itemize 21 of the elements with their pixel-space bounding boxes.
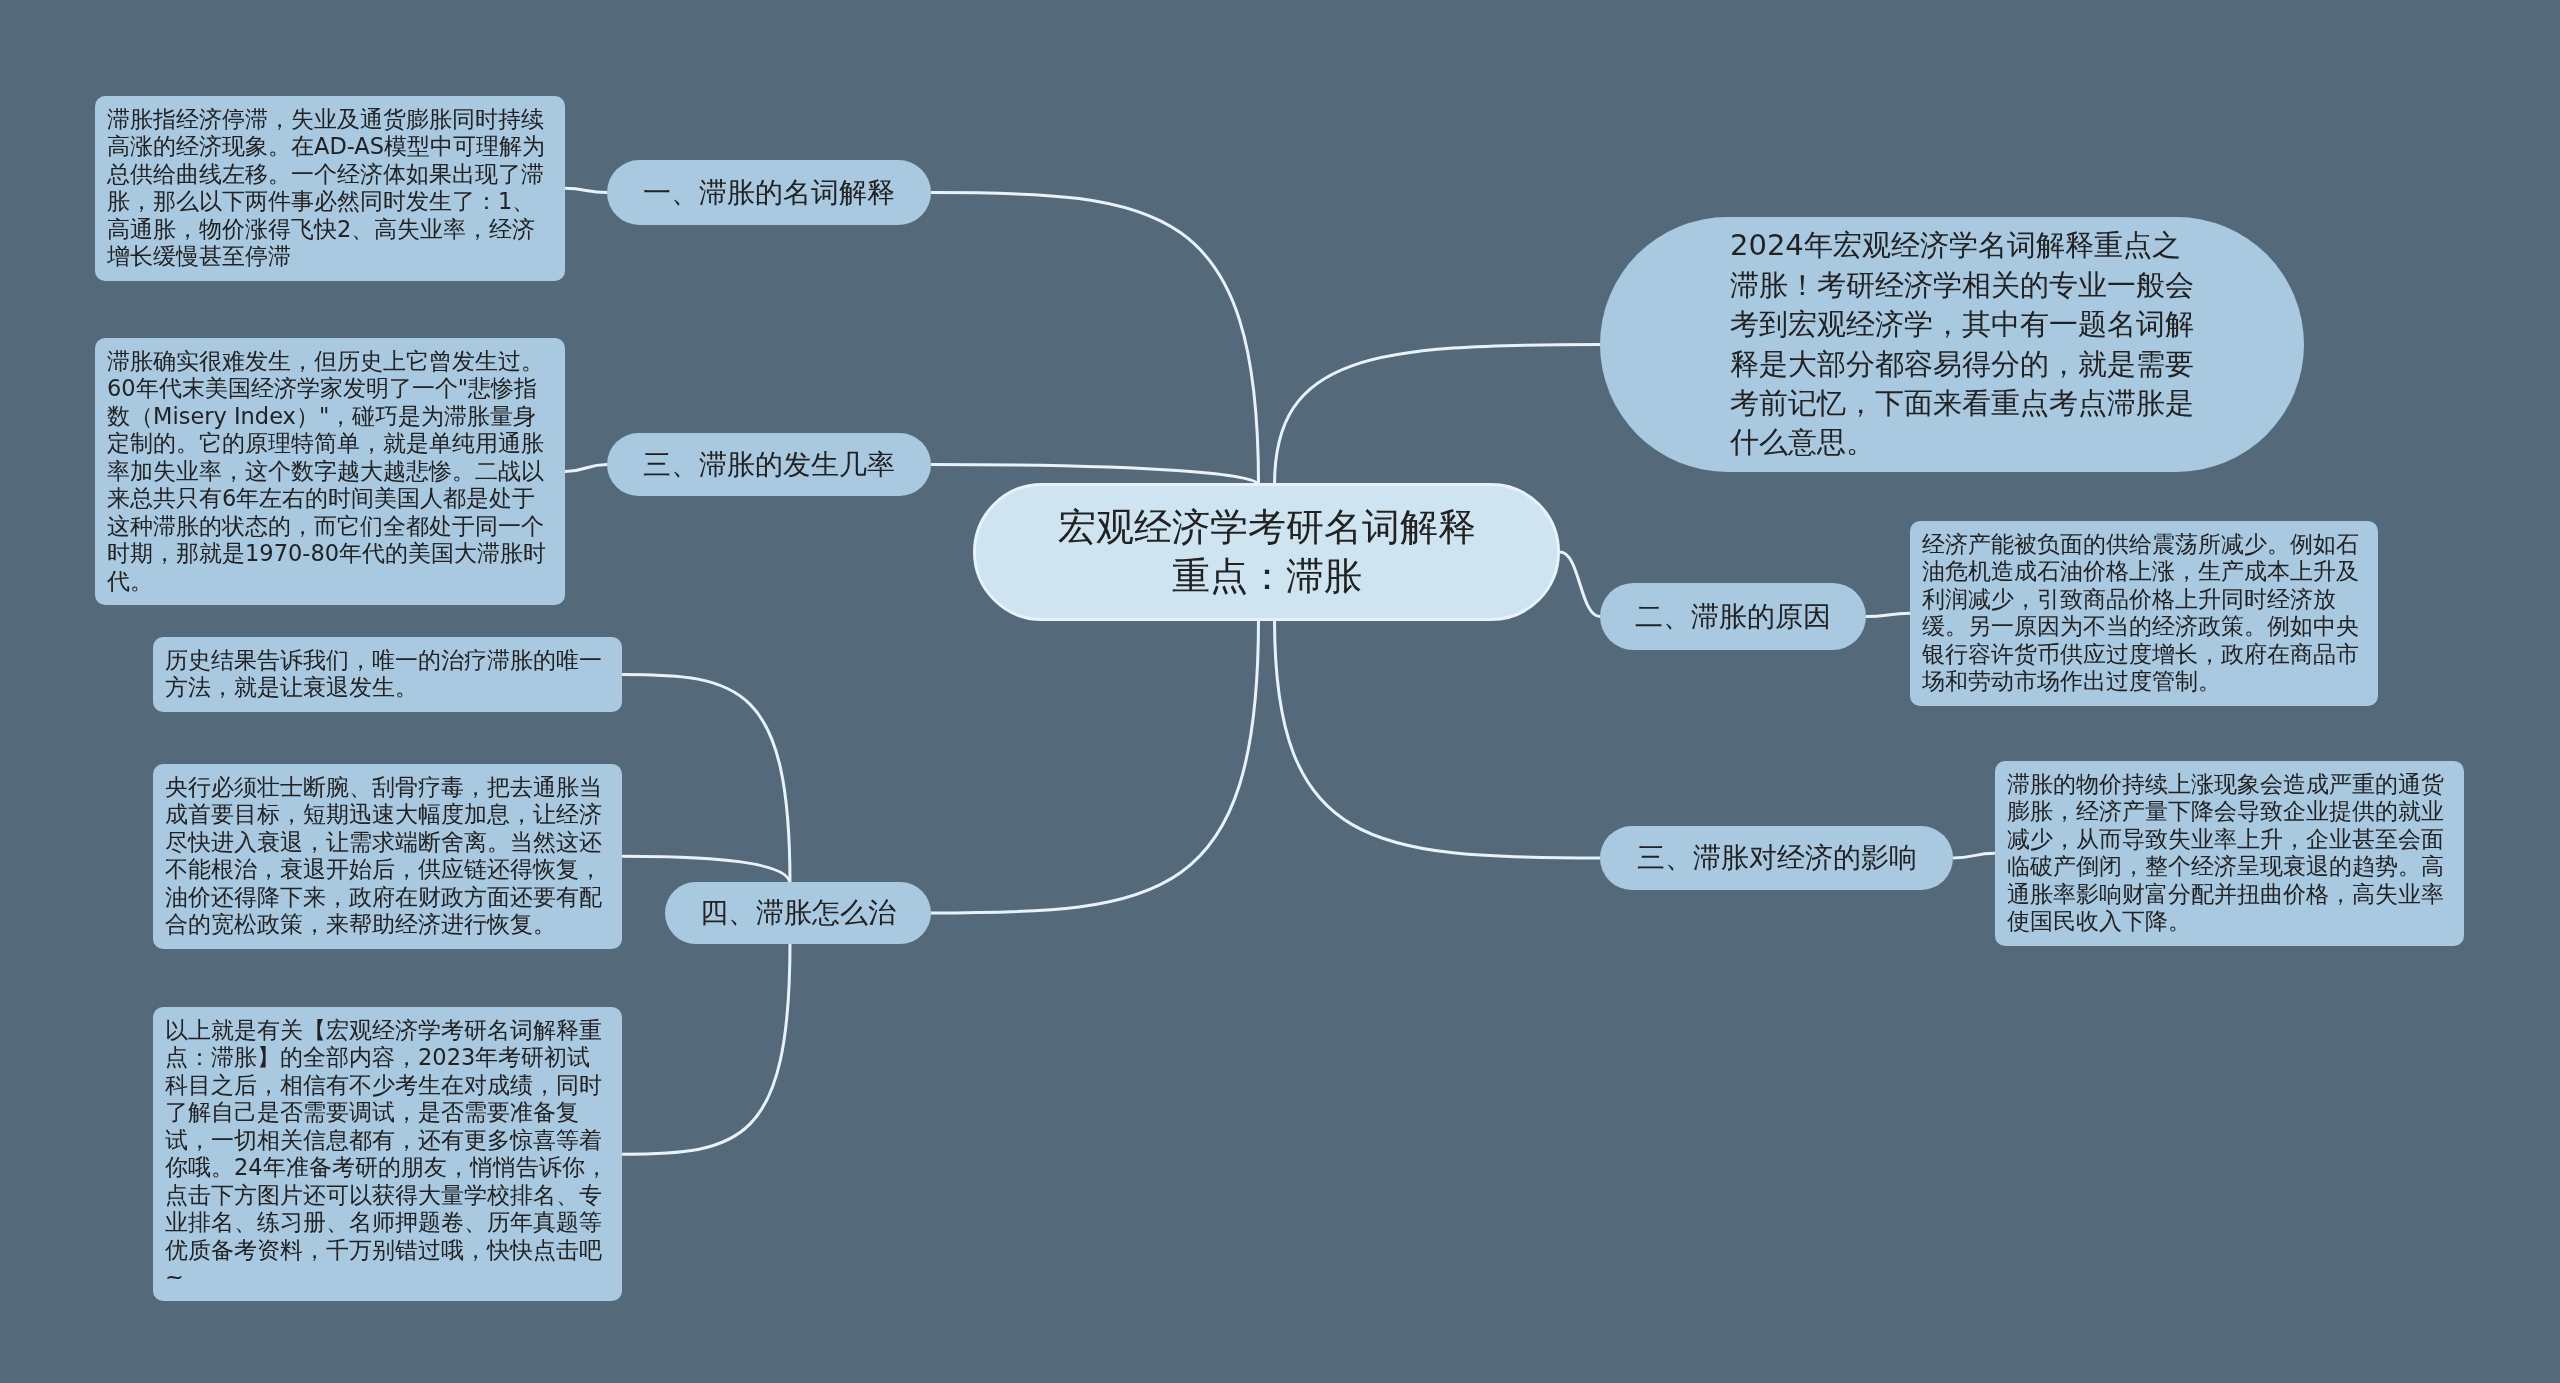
note-box: 历史结果告诉我们，唯一的治疗滞胀的唯一方法，就是让衰退发生。: [153, 637, 622, 712]
branch-topic: 一、滞胀的名词解释: [607, 160, 931, 225]
central-topic: 宏观经济学考研名词解释重点：滞胀: [973, 483, 1560, 621]
connector-line: [1559, 550, 1601, 618]
note-box: 滞胀指经济停滞，失业及通货膨胀同时持续高涨的经济现象。在AD-AS模型中可理解为总供给曲线左移。一个经济体如果出现了滞胀，那么以下两件事必然同时发生了：1、高通胀，物价涨得飞快2、高失业率，经济增长缓慢甚至停滞: [95, 96, 565, 281]
connector-line: [564, 463, 608, 473]
note-box: 央行必须壮士断腕、刮骨疗毒，把去通胀当成首要目标，短期迅速大幅度加息，让经济尽快进入衰退，让需求端断舍离。当然这还不能根治，衰退开始后，供应链还得恢复，油价还得降下来，政府在财政方面还要有配合的宽松政策，来帮助经济进行恢复。: [153, 764, 622, 949]
branch-topic: 二、滞胀的原因: [1600, 583, 1866, 650]
branch-topic: 四、滞胀怎么治: [665, 882, 931, 944]
branch-topic: 三、滞胀的发生几率: [607, 433, 931, 496]
intro-bubble: 2024年宏观经济学名词解释重点之滞胀！考研经济学相关的专业一般会考到宏观经济学，其中有一题名词解释是大部分都容易得分的，就是需要考前记忆，下面来看重点考点滞胀是什么意思。: [1600, 217, 2304, 472]
note-box: 滞胀的物价持续上涨现象会造成严重的通货膨胀，经济产量下降会导致企业提供的就业减少，从而导致失业率上升，企业甚至会面临破产倒闭，整个经济呈现衰退的趋势。高通胀率影响财富分配并扭曲价格，高失业率使国民收入下降。: [1995, 761, 2464, 946]
connector-line: [1952, 851, 1996, 860]
branch-topic: 三、滞胀对经济的影响: [1600, 826, 1953, 890]
connector-line: [622, 854, 792, 885]
note-box: 以上就是有关【宏观经济学考研名词解释重点：滞胀】的全部内容，2023年考研初试科目之后，相信有不少考生在对成绩，同时了解自己是否需要调试，是否需要准备复试，一切相关信息都有，还有更多惊喜等着你哦。24年准备考研的朋友，悄悄告诉你，点击下方图片还可以获得大量学校排名、专业排名、练习册、名师押题卷、历年真题等优质备考资料，千万别错过哦，快快点击吧~: [153, 1007, 622, 1302]
connector-line: [622, 941, 792, 1156]
note-box: 经济产能被负面的供给震荡所减少。例如石油危机造成石油价格上涨，生产成本上升及利润减少，引致商品价格上升同时经济放缓。另一原因为不当的经济政策。例如中央银行容许货币供应过度增长，政府在商品市场和劳动市场作出过度管制。: [1910, 521, 2378, 706]
note-box: 滞胀确实很难发生，但历史上它曾发生过。60年代末美国经济学家发明了一个"悲惨指数（Misery Index）"，碰巧是为滞胀量身定制的。它的原理特简单，就是单纯用通胀率加失业率，这个数字越大越悲惨。二战以来总共只有6年左右的时间美国人都是处于这种滞胀的状态的，而它们全都处于同一个时期，那就是1970-80年代的美国大滞胀时代。: [95, 338, 565, 605]
connector-line: [564, 186, 608, 194]
connector-line: [1865, 611, 1911, 618]
